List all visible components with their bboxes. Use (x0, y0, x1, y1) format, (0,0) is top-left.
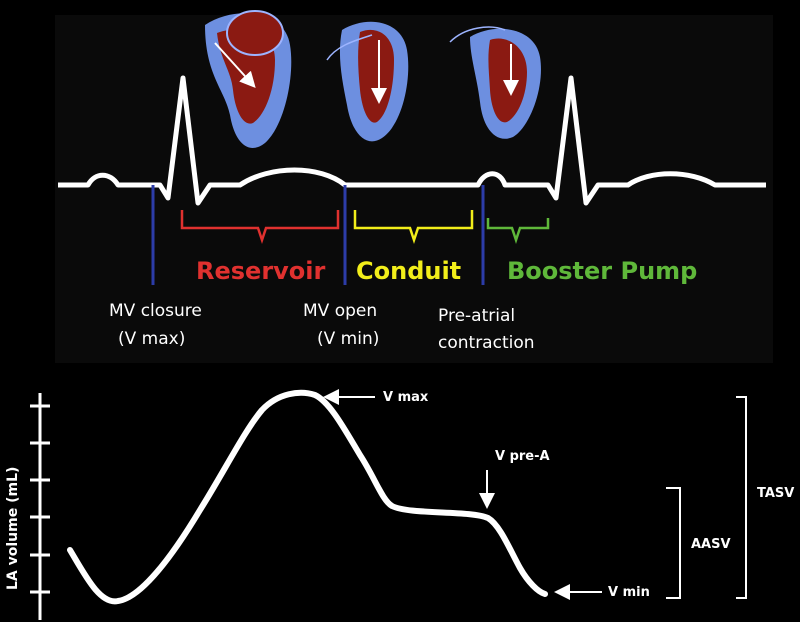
v-max-label: V max (383, 390, 429, 405)
booster-label: Booster Pump (507, 257, 697, 285)
v-min-label: V min (608, 585, 650, 600)
heart-conduit-icon (326, 21, 409, 142)
reservoir-brace (180, 210, 340, 244)
reservoir-label: Reservoir (196, 257, 326, 285)
heart-booster-icon (449, 26, 541, 139)
conduit-label: Conduit (356, 257, 461, 285)
conduit-brace (353, 210, 474, 244)
heart-reservoir-icon (205, 10, 292, 148)
aasv-label: AASV (691, 537, 731, 552)
volume-y-axis (30, 393, 50, 620)
mv-open-sub: (V min) (317, 329, 379, 349)
ecg-panel (55, 15, 773, 363)
pre-atrial-label: Pre-atrial (438, 306, 515, 326)
aasv-bracket (666, 487, 681, 599)
mv-closure-label: MV closure (109, 301, 202, 321)
tasv-bracket (736, 396, 747, 599)
volume-curve (67, 389, 548, 605)
mv-closure-sub: (V max) (118, 329, 185, 349)
booster-brace (486, 218, 550, 244)
v-pre-a-label: V pre-A (495, 449, 550, 464)
mv-open-label: MV open (303, 301, 377, 321)
pre-atrial-label-2: contraction (438, 333, 535, 353)
tasv-label: TASV (757, 486, 794, 501)
y-axis-label: LA volume (mL) (5, 467, 21, 590)
